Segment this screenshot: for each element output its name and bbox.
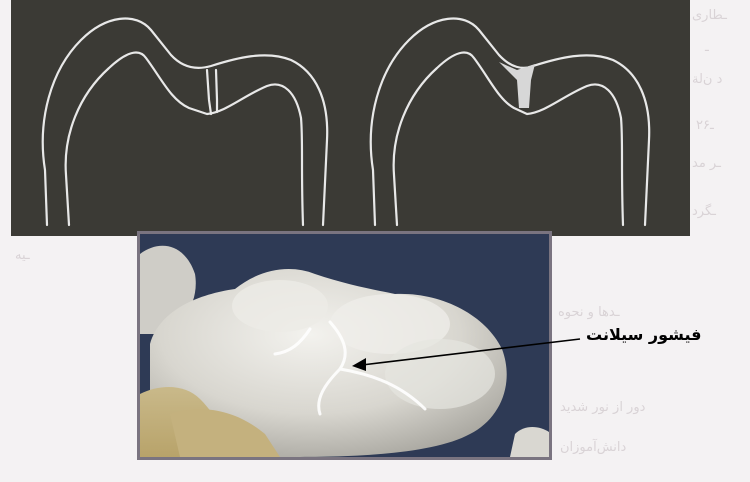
sealed-molar-photo [137, 231, 552, 460]
fissure-sealant-label: فیشور سیلانت [586, 325, 701, 344]
sealed-tooth-section [371, 19, 649, 225]
tooth-cross-section-diagram [11, 0, 690, 236]
untreated-tooth-section [43, 19, 327, 225]
